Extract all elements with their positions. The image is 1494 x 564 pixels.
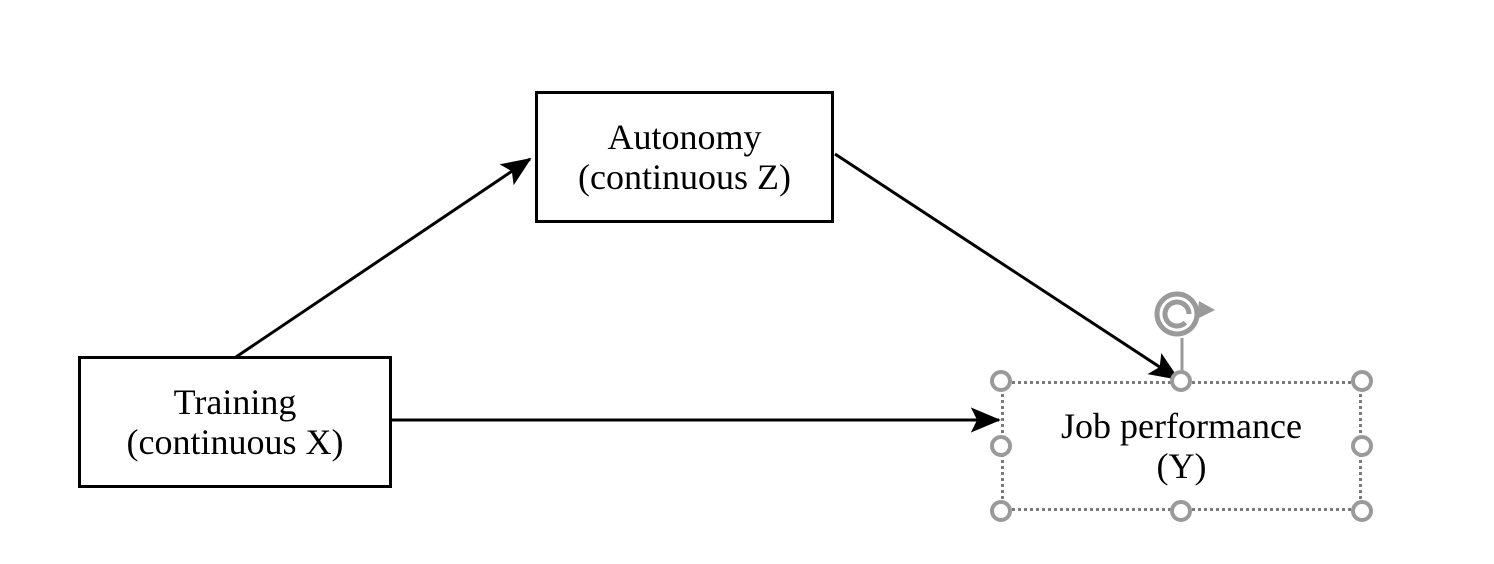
arrow-training-to-autonomy <box>235 157 532 359</box>
handle-middle-right[interactable] <box>1351 435 1373 457</box>
training-label-line1: Training <box>173 381 297 422</box>
arrow-autonomy-to-job-performance <box>834 152 1180 381</box>
job-performance-label-line1: Job performance <box>1061 405 1302 446</box>
job-performance-box[interactable]: Job performance (Y) <box>1001 381 1362 511</box>
training-box[interactable]: Training (continuous X) <box>78 356 392 488</box>
handle-top-left[interactable] <box>990 370 1012 392</box>
autonomy-label-line2: (continuous Z) <box>578 157 791 197</box>
handle-bottom-right[interactable] <box>1351 500 1373 522</box>
handle-top-center[interactable] <box>1170 370 1192 392</box>
handle-bottom-center[interactable] <box>1170 500 1192 522</box>
rotate-icon-arrowhead <box>1197 301 1215 319</box>
training-label-line2: (continuous X) <box>126 422 344 462</box>
job-performance-label-line2: (Y) <box>1156 446 1207 486</box>
autonomy-label-line1: Autonomy <box>607 116 762 157</box>
handle-bottom-left[interactable] <box>990 500 1012 522</box>
rotate-icon[interactable] <box>1154 291 1200 337</box>
handle-middle-left[interactable] <box>990 435 1012 457</box>
handle-top-right[interactable] <box>1351 370 1373 392</box>
autonomy-box[interactable]: Autonomy (continuous Z) <box>535 91 834 223</box>
